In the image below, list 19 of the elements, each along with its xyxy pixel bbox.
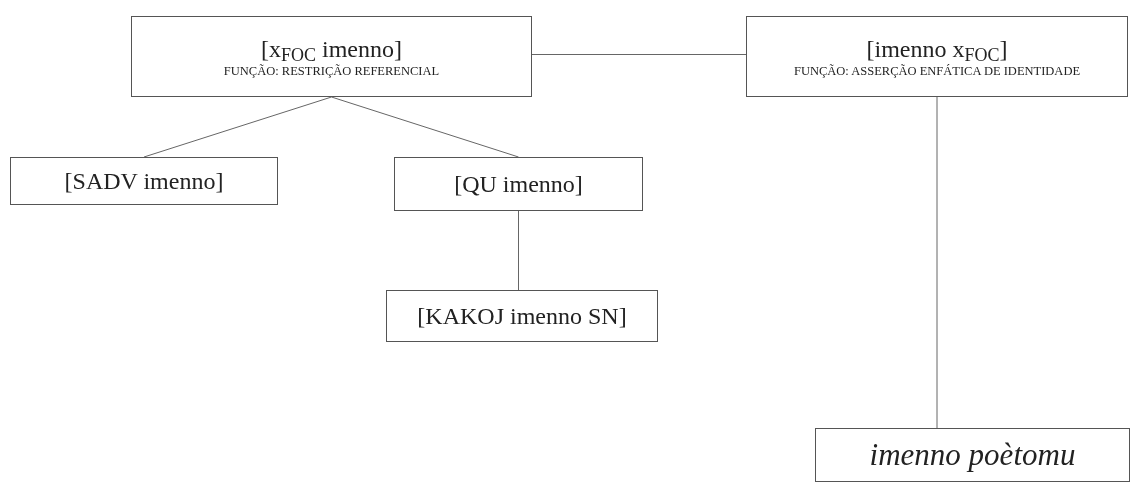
text-box xyxy=(386,290,658,342)
box-title: [KAKOJ imenno SN] xyxy=(417,302,627,331)
box-title: [QU imenno] xyxy=(454,170,583,199)
text-box xyxy=(746,16,1128,97)
text-box xyxy=(815,428,1130,482)
box-subtitle: FUNÇÃO: RESTRIÇÃO REFERENCIAL xyxy=(223,63,440,80)
text-box xyxy=(10,157,278,205)
connector-line xyxy=(518,210,519,291)
box-subtitle: FUNÇÃO: ASSERÇÃO ENFÁTICA DE IDENTIDADE xyxy=(793,63,1081,80)
connector-line xyxy=(936,96,938,429)
connector-line xyxy=(531,54,747,55)
box-title: imenno poètomu xyxy=(869,435,1076,474)
text-box xyxy=(131,16,532,97)
connector-line xyxy=(331,96,519,158)
box-title: [imenno x$_{FOC}$] xyxy=(866,34,1008,64)
box-title: [x$_{FOC}$ imenno] xyxy=(261,34,402,64)
text-box xyxy=(394,157,643,211)
box-title: [SADV imenno] xyxy=(64,167,224,196)
connector-line xyxy=(143,96,332,158)
